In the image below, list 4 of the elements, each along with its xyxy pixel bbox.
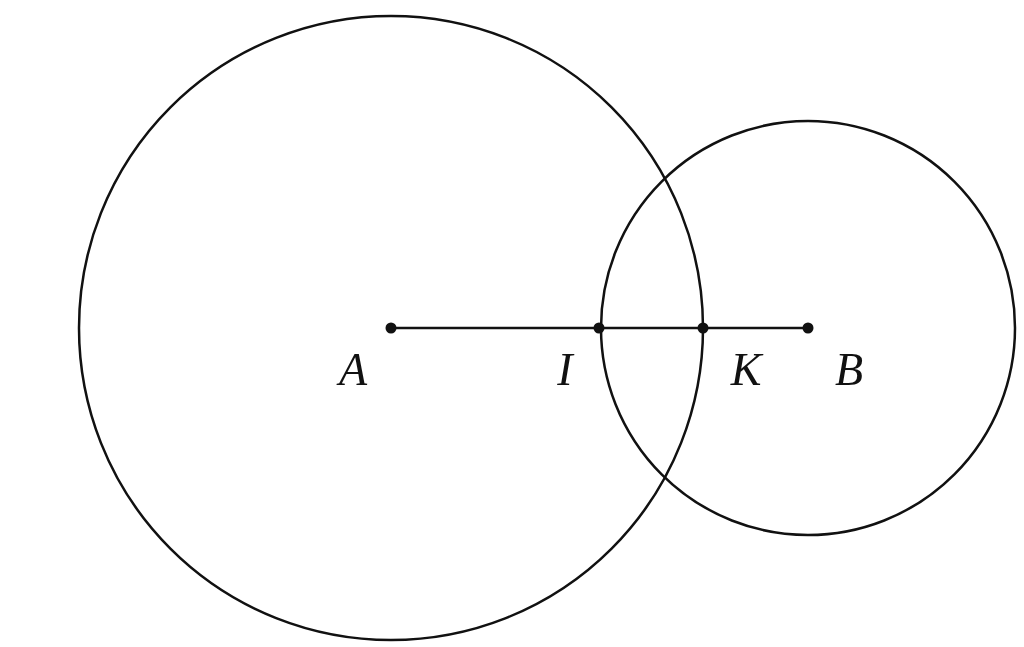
- point-label: I: [557, 347, 573, 393]
- point-label: A: [338, 347, 368, 393]
- point-label: B: [834, 347, 864, 393]
- point-label: K: [730, 347, 762, 393]
